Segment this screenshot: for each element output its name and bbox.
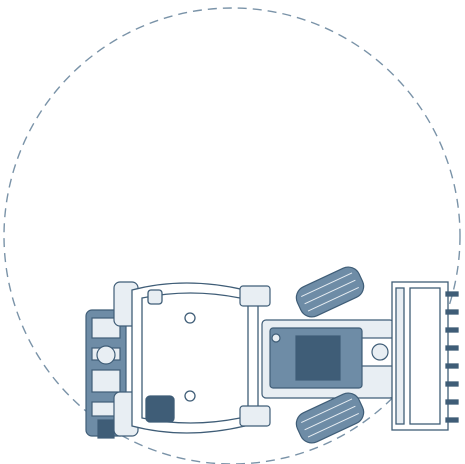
front-bucket [391, 281, 459, 431]
front-wheels [295, 266, 365, 444]
turning-radius-circle [3, 7, 461, 464]
front-left-wheel [295, 266, 365, 318]
side-mirrors [239, 285, 271, 427]
cab-roof [131, 282, 259, 434]
bucket-teeth [445, 291, 459, 423]
front-chassis [261, 319, 399, 399]
front-right-wheel [295, 392, 365, 444]
